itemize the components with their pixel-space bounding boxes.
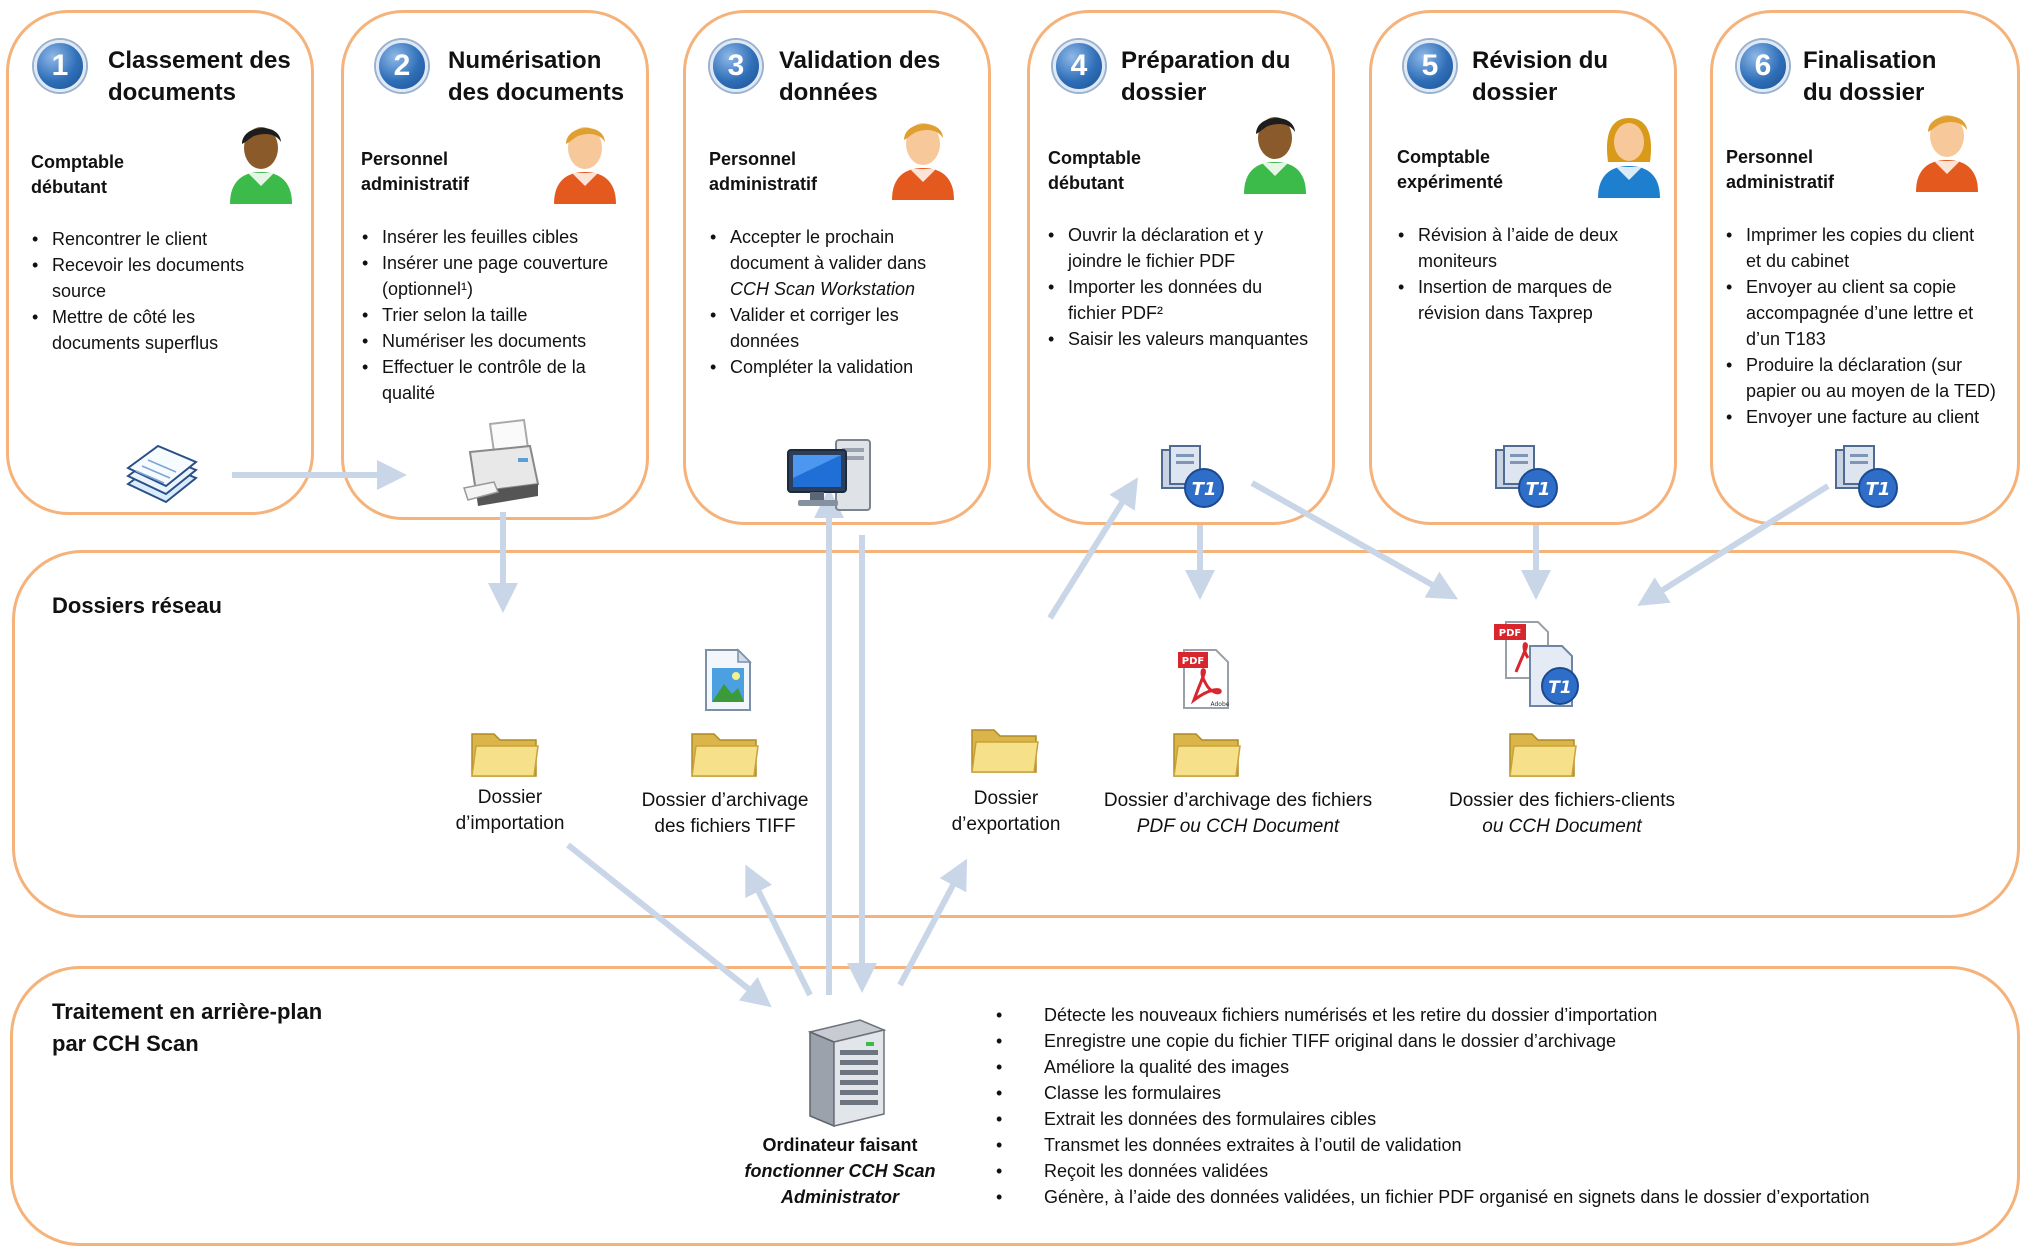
folder-icon bbox=[471, 733, 539, 777]
person-green-icon bbox=[230, 127, 292, 204]
step-number-3-badge: 3 bbox=[710, 40, 762, 92]
pdf-file-icon: PDF Adobe bbox=[1178, 649, 1230, 709]
server-caption: Ordinateur faisant fonctionner CCH Scan … bbox=[744, 1135, 936, 1207]
arrow-server-to-tiff bbox=[745, 864, 813, 997]
list-item: Numériser les documents bbox=[362, 328, 652, 354]
list-item: Saisir les valeurs manquantes bbox=[1048, 326, 1338, 352]
folder-icon bbox=[971, 729, 1039, 773]
arrow-import-to-server bbox=[566, 842, 772, 1008]
arrow-server-to-export bbox=[897, 858, 968, 987]
step-number-1-badge: 1 bbox=[34, 40, 86, 92]
person-orange-icon bbox=[1916, 115, 1978, 192]
list-item: Extrait les données des formulaires cibl… bbox=[996, 1106, 2006, 1132]
tiff-image-file-icon bbox=[705, 648, 752, 711]
step-1-bullets: Rencontrer le client Recevoir les docume… bbox=[32, 226, 302, 356]
list-item: Améliore la qualité des images bbox=[996, 1054, 2006, 1080]
scanner-icon bbox=[463, 418, 540, 506]
svg-text:PDF: PDF bbox=[1182, 656, 1204, 667]
workstation-computer-icon bbox=[787, 439, 871, 511]
step-2-bullets: Insérer les feuilles cibles Insérer une … bbox=[362, 224, 652, 406]
list-item: Détecte les nouveaux fichiers numérisés … bbox=[996, 1002, 2006, 1028]
list-item: Envoyer une facture au client bbox=[1726, 404, 2018, 430]
pdf-t1-client-file-icon: PDF T1 bbox=[1494, 621, 1579, 707]
arrow-final-to-client-files bbox=[1637, 483, 1830, 606]
folder-icon bbox=[691, 733, 759, 777]
step-number-5-badge: 5 bbox=[1404, 40, 1456, 92]
svg-text:T1: T1 bbox=[1526, 479, 1551, 500]
list-item: Insérer une page couverture(optionnel¹) bbox=[362, 250, 652, 302]
list-item: Compléter la validation bbox=[710, 354, 990, 380]
t1-tax-return-icon: T1 bbox=[1161, 445, 1224, 508]
folder-icon bbox=[1509, 733, 1577, 777]
person-blue-icon bbox=[1598, 118, 1660, 198]
t1-tax-return-icon: T1 bbox=[1495, 445, 1558, 508]
list-item: Génère, à l’aide des données validées, u… bbox=[996, 1184, 2006, 1210]
server-icon bbox=[807, 1019, 887, 1128]
list-item: Enregistre une copie du fichier TIFF ori… bbox=[996, 1028, 2006, 1054]
list-item: Rencontrer le client bbox=[32, 226, 302, 252]
arrow-export-to-prep bbox=[1047, 477, 1138, 620]
svg-text:PDF: PDF bbox=[1499, 628, 1521, 639]
background-tasks-list: Détecte les nouveaux fichiers numérisés … bbox=[996, 1002, 2006, 1210]
list-item: Transmet les données extraites à l’outil… bbox=[996, 1132, 2006, 1158]
svg-text:T1: T1 bbox=[1548, 678, 1571, 698]
person-green-icon bbox=[1244, 117, 1306, 194]
person-orange-icon bbox=[554, 127, 616, 204]
folder-icon bbox=[1173, 733, 1241, 777]
svg-text:T1: T1 bbox=[1866, 479, 1891, 500]
step-number-2-badge: 2 bbox=[376, 40, 428, 92]
list-item: Classe les formulaires bbox=[996, 1080, 2006, 1106]
list-item: Reçoit les données validées bbox=[996, 1158, 2006, 1184]
svg-text:Adobe: Adobe bbox=[1211, 701, 1230, 708]
svg-text:T1: T1 bbox=[1192, 479, 1217, 500]
step-number-6-badge: 6 bbox=[1737, 40, 1789, 92]
network-section-title: Dossiers réseau bbox=[52, 593, 222, 618]
arrow-prep-to-client-files bbox=[1250, 480, 1459, 600]
person-orange-icon bbox=[892, 123, 954, 200]
network-folders-panel bbox=[12, 550, 2020, 918]
list-item: Insérer les feuilles cibles bbox=[362, 224, 652, 250]
documents-icon bbox=[126, 444, 198, 504]
t1-tax-return-icon: T1 bbox=[1835, 445, 1898, 508]
step-number-4-badge: 4 bbox=[1053, 40, 1105, 92]
list-item: Trier selon la taille bbox=[362, 302, 652, 328]
